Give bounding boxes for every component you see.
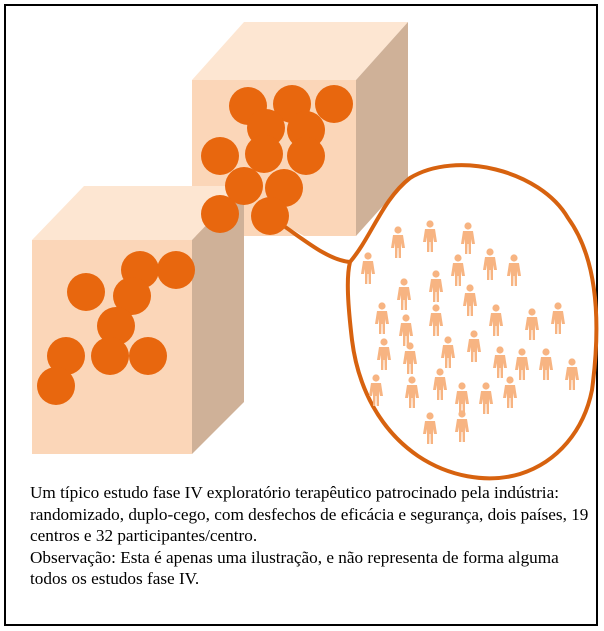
participant-icon bbox=[479, 382, 493, 414]
participant-icon bbox=[369, 374, 383, 406]
participant-icon bbox=[489, 304, 503, 336]
figure-caption: Um típico estudo fase IV exploratório te… bbox=[30, 482, 590, 590]
study-center-circle bbox=[47, 337, 85, 375]
participant-icon bbox=[397, 278, 411, 310]
study-center-circle bbox=[225, 167, 263, 205]
study-center-circle bbox=[201, 137, 239, 175]
participant-icon bbox=[493, 346, 507, 378]
participant-icon bbox=[451, 254, 465, 286]
participant-icon bbox=[375, 302, 389, 334]
study-center-circle bbox=[129, 337, 167, 375]
participant-icon bbox=[483, 248, 497, 280]
study-center-circle bbox=[157, 251, 195, 289]
study-center-circle bbox=[37, 367, 75, 405]
participant-icon bbox=[507, 254, 521, 286]
cube-left-side bbox=[192, 186, 244, 454]
study-center-circle bbox=[287, 137, 325, 175]
participant-icon bbox=[361, 252, 375, 284]
study-center-circle bbox=[91, 337, 129, 375]
study-centers bbox=[37, 85, 353, 405]
participant-icon bbox=[515, 348, 529, 380]
study-center-circle bbox=[287, 111, 325, 149]
participant-icon bbox=[423, 220, 437, 252]
cube-right-side bbox=[356, 22, 408, 236]
cube-left-top bbox=[32, 186, 244, 240]
participant-icon bbox=[399, 314, 413, 346]
participant-icon bbox=[405, 376, 419, 408]
participant-icon bbox=[455, 410, 469, 442]
participant-icon bbox=[403, 342, 417, 374]
participant-icon bbox=[551, 302, 565, 334]
study-center-circle bbox=[315, 85, 353, 123]
caption-note: Observação: Esta é apenas uma ilustração… bbox=[30, 547, 559, 589]
participant-icon bbox=[461, 222, 475, 254]
participant-icon bbox=[429, 304, 443, 336]
study-center-circle bbox=[97, 307, 135, 345]
participant-icon bbox=[525, 308, 539, 340]
participants-group bbox=[361, 220, 579, 444]
participant-icon bbox=[503, 376, 517, 408]
participant-icon bbox=[539, 348, 553, 380]
study-center-circle bbox=[67, 273, 105, 311]
participant-icon bbox=[429, 270, 443, 302]
participant-icon bbox=[467, 330, 481, 362]
study-center-circle bbox=[245, 135, 283, 173]
study-center-circle bbox=[251, 197, 289, 235]
participant-icon bbox=[433, 368, 447, 400]
study-center-circle bbox=[265, 169, 303, 207]
participant-icon bbox=[455, 382, 469, 414]
participant-icon bbox=[391, 226, 405, 258]
participant-icon bbox=[565, 358, 579, 390]
cube-right-top bbox=[192, 22, 408, 80]
study-center-circle bbox=[113, 277, 151, 315]
study-center-circle bbox=[201, 195, 239, 233]
participant-icon bbox=[423, 412, 437, 444]
participant-icon bbox=[441, 336, 455, 368]
participant-icon bbox=[463, 284, 477, 316]
participant-icon bbox=[377, 338, 391, 370]
caption-description: Um típico estudo fase IV exploratório te… bbox=[30, 483, 589, 545]
